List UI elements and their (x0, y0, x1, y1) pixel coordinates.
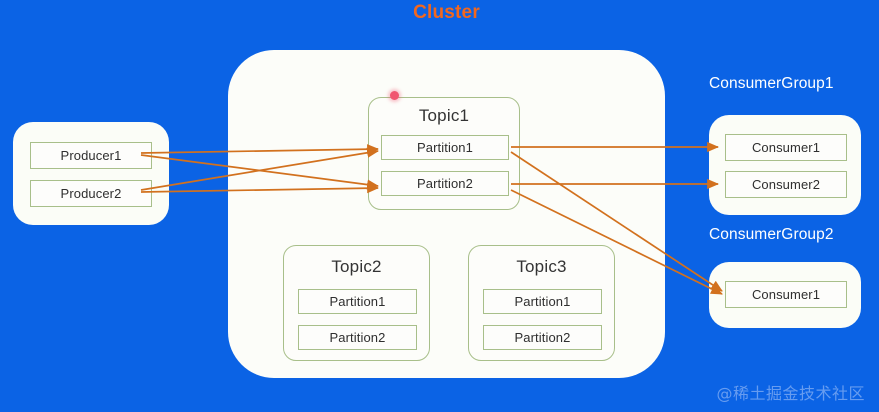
watermark: @稀土掘金技术社区 (716, 384, 865, 403)
consumer-group-2-panel: Consumer1 (709, 262, 861, 328)
topic-2-partition-1[interactable]: Partition1 (298, 289, 417, 314)
topic-1-status-dot-icon (390, 91, 399, 100)
producer-2-box[interactable]: Producer2 (30, 180, 152, 207)
topic-3-partition-1[interactable]: Partition1 (483, 289, 602, 314)
consumer-group-2-title: ConsumerGroup2 (709, 226, 834, 243)
producer-group-panel: Producer1 Producer2 (13, 122, 169, 225)
topic-1-box[interactable]: Topic1 Partition1 Partition2 (368, 97, 520, 210)
topic-2-label: Topic2 (331, 257, 382, 276)
producer-1-box[interactable]: Producer1 (30, 142, 152, 169)
topic-3-label: Topic3 (516, 257, 567, 276)
topic-2-partition-2[interactable]: Partition2 (298, 325, 417, 350)
consumer-group-2-consumer-1[interactable]: Consumer1 (725, 281, 847, 308)
topic-1-label: Topic1 (418, 106, 470, 125)
cluster-title: Cluster (413, 2, 480, 23)
topic-3-partition-2[interactable]: Partition2 (483, 325, 602, 350)
topic-1-partition-2[interactable]: Partition2 (381, 171, 509, 196)
topic-1-partition-1[interactable]: Partition1 (381, 135, 509, 160)
consumer-group-1-consumer-1[interactable]: Consumer1 (725, 134, 847, 161)
topic-2-box[interactable]: Topic2 Partition1 Partition2 (283, 245, 430, 361)
consumer-group-1-title: ConsumerGroup1 (709, 75, 834, 92)
consumer-group-1-panel: Consumer1 Consumer2 (709, 115, 861, 215)
topic-3-box[interactable]: Topic3 Partition1 Partition2 (468, 245, 615, 361)
consumer-group-1-consumer-2[interactable]: Consumer2 (725, 171, 847, 198)
